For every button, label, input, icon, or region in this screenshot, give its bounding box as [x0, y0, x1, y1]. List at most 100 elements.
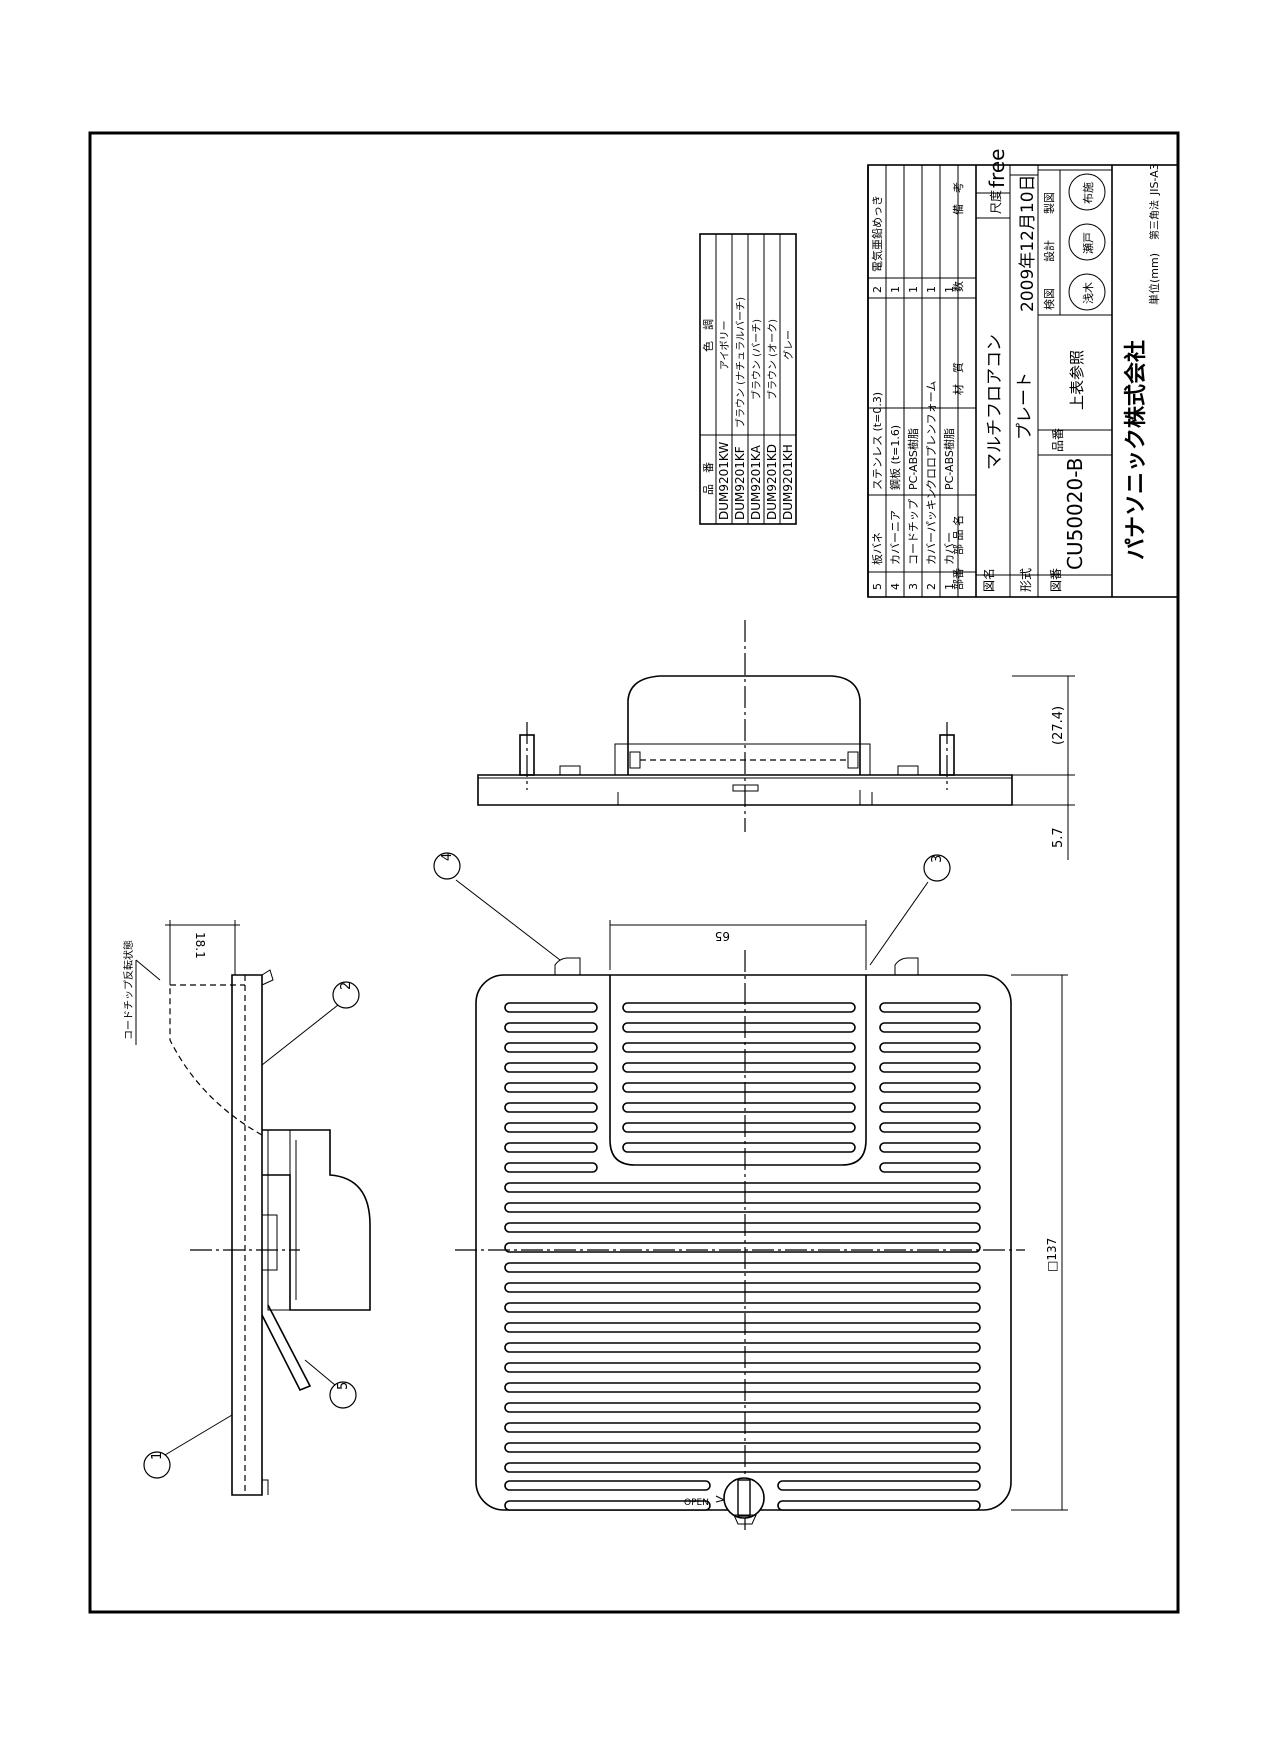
part-qty: 1 [925, 286, 938, 293]
grille-slot [777, 1500, 981, 1511]
grille-slot [504, 1342, 981, 1353]
color-part: DUM9201KA [749, 444, 763, 520]
grille-slot [504, 1102, 598, 1113]
balloon-label: 2 [339, 982, 354, 990]
part-material: クロロプレンフォーム [925, 381, 938, 490]
color-header-part: 品 番 [702, 462, 715, 495]
grille-slot [879, 1062, 981, 1073]
color-value: ブラウン (オーク) [766, 319, 779, 400]
grille-slot [622, 1042, 856, 1053]
grille-slot [504, 1042, 598, 1053]
front-view: OPEN 65 □137 3 4 [433, 852, 1068, 1530]
grille-slot [879, 1042, 981, 1053]
stamp-name: 浅木 [1082, 282, 1095, 304]
product-no: 上表参照 [1068, 350, 1086, 410]
grille-slot [504, 1082, 598, 1093]
grille-slot [504, 1362, 981, 1373]
company-name: パナソニック株式会社 [1123, 340, 1149, 560]
depth-dimension: (27.4) [1051, 706, 1066, 745]
grille-slot [504, 1202, 981, 1213]
part-no: 1 [943, 583, 956, 590]
grille-slot [504, 1402, 981, 1413]
drawing-border [88, 131, 1180, 1614]
role-design: 設計 [1042, 240, 1056, 262]
color-value: グレー [782, 330, 795, 360]
grille-slot [504, 1282, 981, 1293]
parts-header-note: 備 考 [952, 182, 965, 215]
approval-stamp [1068, 173, 1106, 211]
grille-slot [504, 1480, 711, 1491]
part-qty: 1 [943, 286, 956, 293]
grille-slot [504, 1302, 981, 1313]
parts-header-no: 部番 [951, 568, 965, 590]
part-no: 2 [925, 583, 938, 590]
model-label: 形式 [1019, 568, 1033, 592]
grille-slot [504, 1322, 981, 1333]
stamp-name: 瀬戸 [1081, 232, 1095, 254]
color-part: DUM9201KH [781, 444, 795, 520]
grille-slot [622, 1142, 856, 1153]
grille-slot [879, 1022, 981, 1033]
drawing-name: マルチフロアコン [985, 334, 1005, 470]
part-qty: 1 [907, 286, 920, 293]
balloon-1 [143, 1451, 171, 1479]
plate-size-dimension: □137 [1045, 1238, 1059, 1272]
color-part: DUM9201KF [733, 446, 747, 520]
paper-size: JIS-A3 [1148, 163, 1161, 196]
stamp-name: 布施 [1082, 182, 1095, 204]
date: 2009年12月10日 [1018, 174, 1038, 312]
product-no-label: 品番 [1051, 428, 1065, 452]
parts-list: 部番 部 品 名 材 質 数 備 考 5 板バネ ステンレス (t=0.3) 2… [870, 182, 965, 590]
open-label: OPEN [684, 1498, 709, 1508]
part-material: PC-ABS樹脂 [906, 428, 920, 490]
grille-slot [622, 1022, 856, 1033]
balloon-label: 3 [930, 855, 945, 863]
color-table: 品 番 色 調 DUM9201KW アイボリー DUM9201KF ブラウン (… [699, 233, 797, 525]
grille-slot [504, 1500, 711, 1511]
part-material: 鋼板 (t=1.6) [888, 425, 902, 490]
balloon-label: 5 [336, 1382, 351, 1390]
grille-slot [504, 1222, 981, 1233]
parts-header-material: 材 質 [951, 362, 965, 395]
model-value: プレート [1015, 372, 1035, 440]
color-value: ブラウン (バーチ) [750, 319, 763, 400]
scale-value: free [985, 149, 1009, 188]
part-no: 5 [871, 583, 884, 590]
projection-label: 第三角法 [1148, 200, 1161, 240]
color-header-color: 色 調 [701, 319, 715, 352]
cord-chip-note: コードチップ反転状態 [122, 940, 135, 1040]
grille-slot [879, 1082, 981, 1093]
part-qty: 2 [871, 286, 884, 293]
top-view: (27.4) 5.7 [477, 620, 1075, 860]
part-material: PC-ABS樹脂 [942, 428, 956, 490]
grille-slot [504, 1142, 598, 1153]
title-info: 図名 マルチフロアコン 尺度 free 形式 プレート 2009年12月10日 … [981, 149, 1161, 592]
grille-slot [504, 1382, 981, 1393]
grille-slot [622, 1122, 856, 1133]
grille-slot [504, 1442, 981, 1453]
grille-slot [504, 1122, 598, 1133]
part-name: カバー [943, 532, 956, 565]
role-check: 検図 [1042, 288, 1056, 310]
part-no: 3 [907, 583, 920, 590]
grille-slot [504, 1162, 598, 1173]
part-qty: 1 [889, 286, 902, 293]
color-part: DUM9201KD [765, 444, 779, 520]
color-value: ブラウン (ナチュラルバーチ) [734, 297, 747, 428]
grille-slot [504, 1182, 981, 1193]
color-part: DUM9201KW [717, 442, 731, 520]
grille-slot [879, 1162, 981, 1173]
color-value: アイボリー [719, 321, 731, 371]
balloon-label: 4 [440, 853, 455, 861]
drawing-name-label: 図名 [981, 568, 996, 592]
drawing-no: CU50020-B [1063, 458, 1087, 570]
balloon-4 [433, 852, 461, 880]
approval-stamp [1068, 223, 1106, 261]
thickness-dimension: 5.7 [1051, 827, 1066, 848]
grille-slot [504, 1242, 981, 1253]
grille-slot [879, 1002, 981, 1013]
cord-opening-dimension: 65 [715, 929, 730, 943]
grille-slot [879, 1102, 981, 1113]
approval-stamp [1068, 273, 1106, 311]
grille-slot [622, 1102, 856, 1113]
